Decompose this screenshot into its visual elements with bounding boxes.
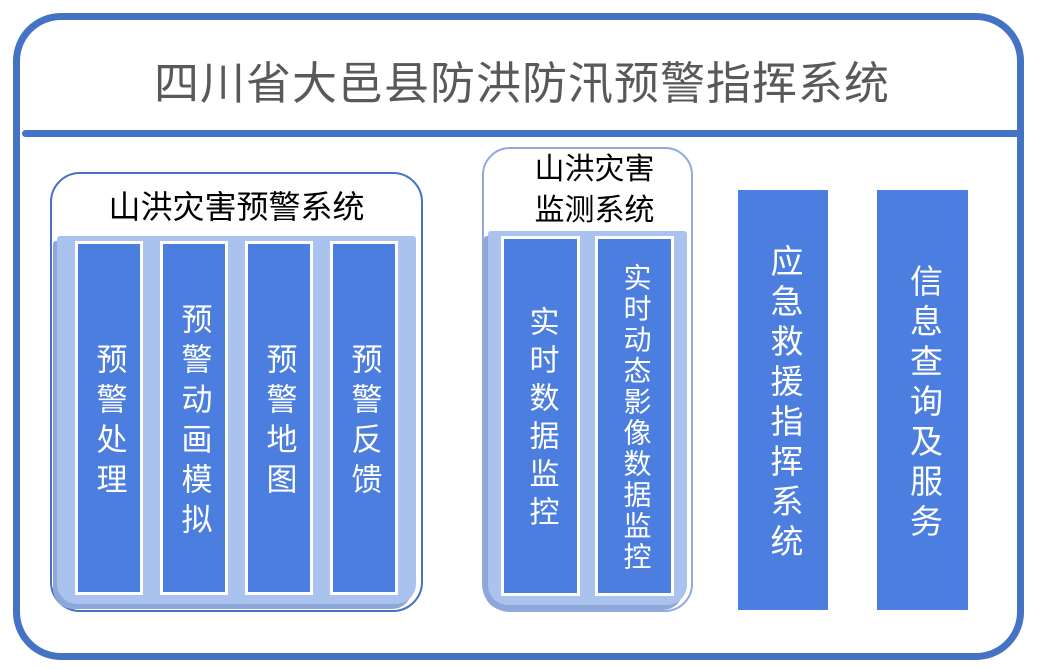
bar-information-query-service: 信息查询及服务 [877,190,968,610]
bar-label: 实时动态影像数据监控 [619,262,651,573]
bar-realtime-video-data-monitoring: 实时动态影像数据监控 [595,236,674,596]
bar-warning-processing: 预警处理 [75,241,143,595]
bar-label: 实时数据监控 [524,306,558,534]
bar-emergency-rescue-command-system: 应急救援指挥系统 [738,190,828,610]
bar-label: 预警动画模拟 [176,302,212,543]
page-frame [13,13,1024,660]
bar-warning-animation-simulation: 预警动画模拟 [160,241,228,595]
bar-warning-map: 预警地图 [245,241,313,595]
bar-realtime-data-monitoring: 实时数据监控 [501,236,580,596]
group-warning-system: 山洪灾害预警系统 预警处理 预警动画模拟 预警地图 预警反馈 [50,172,423,612]
group-monitoring-system: 山洪灾害 监测系统 实时数据监控 实时动态影像数据监控 [482,147,693,612]
group-warning-panel: 预警处理 预警动画模拟 预警地图 预警反馈 [57,236,416,604]
bar-warning-feedback: 预警反馈 [330,241,398,595]
group-warning-title: 山洪灾害预警系统 [108,189,365,225]
bar-label: 预警地图 [261,342,297,503]
title-divider [22,130,1018,137]
group-monitoring-title: 山洪灾害 监测系统 [534,153,655,227]
bar-label: 应急救援指挥系统 [765,243,801,564]
group-monitoring-panel: 实时数据监控 实时动态影像数据监控 [488,231,687,605]
page-title: 四川省大邑县防洪防汛预警指挥系统 [153,58,890,109]
bar-label: 预警处理 [91,342,127,503]
bar-label: 预警反馈 [346,342,382,503]
bar-label: 信息查询及服务 [904,263,941,544]
